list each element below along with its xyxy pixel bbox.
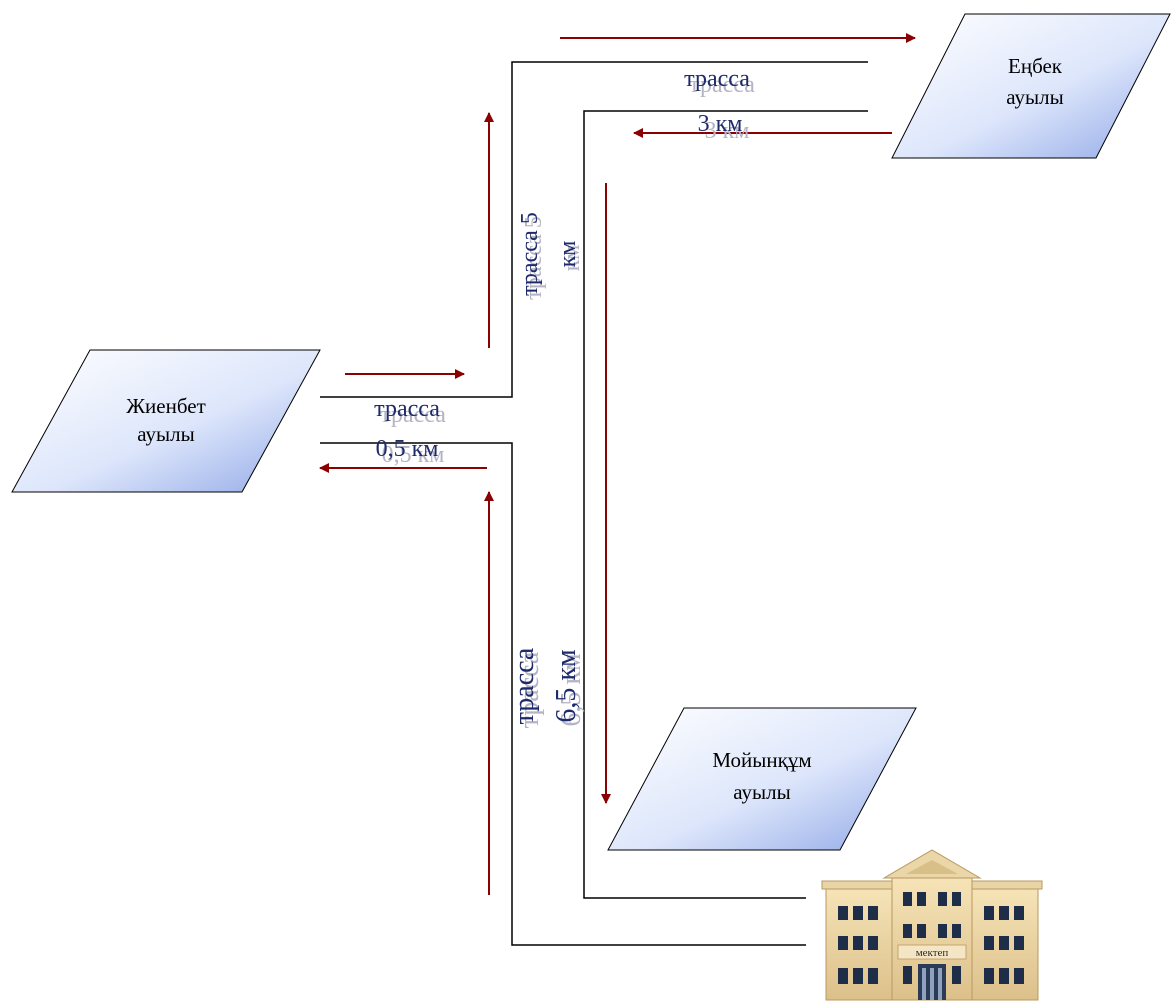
village-enbek-name: Еңбек [1008,54,1063,78]
road-3km-shadow-1: трасса [689,72,755,98]
road-65km-label-1: трасса [509,647,540,724]
village-moiynkum-shape [607,707,917,851]
road-05km-shadow-2: 0,5 км [382,442,445,468]
village-moiynkum-name: Мойынқұм [712,748,811,772]
road-label-65km: трасса 6,5 км трасса 6,5 км [509,647,587,728]
school-sign: мектеп [916,947,949,959]
road-5km-shadow-1: трасса 5 [521,216,547,300]
village-zhienbet-name: Жиенбет [126,394,206,418]
road-5km-label-2: км [555,241,581,268]
village-enbek-shape [891,13,1171,159]
road-5km-label-1: трасса 5 [517,212,543,296]
road-65km-shadow-1: трасса [514,651,545,728]
school-building-icon: мектеп [821,849,1043,1001]
village-zhienbet-shape [11,349,321,493]
road-5km-shadow-2: км [559,245,585,272]
village-zhienbet: Жиенбет ауылы [11,349,321,493]
road-lines [320,61,868,946]
direction-arrows [319,33,916,895]
road-05km-label-1: трасса [374,396,440,422]
road-05km-shadow-1: трасса [380,402,446,428]
road-label-3km: трасса 3 км трасса 3 км [684,66,755,144]
road-3km-label-2: 3 км [698,111,743,137]
village-moiynkum: Мойынқұм ауылы [607,707,917,851]
road-65km-label-2: 6,5 км [551,649,582,723]
village-enbek: Еңбек ауылы [891,13,1171,159]
village-moiynkum-suffix: ауылы [733,780,790,804]
road-65km-shadow-2: 6,5 км [556,653,587,727]
village-zhienbet-suffix: ауылы [137,422,194,446]
road-3km-shadow-2: 3 км [705,118,750,144]
village-enbek-suffix: ауылы [1006,85,1063,109]
road-05km-label-2: 0,5 км [376,436,439,462]
road-outer-edge-upper [320,61,868,398]
road-3km-label-1: трасса [684,66,750,92]
road-outer-edge-lower [320,442,806,946]
road-inner-edge-upper [583,110,868,899]
road-label-5km: трасса 5 км трасса 5 км [517,212,585,300]
road-label-05km: трасса 0,5 км трасса 0,5 км [374,396,446,468]
